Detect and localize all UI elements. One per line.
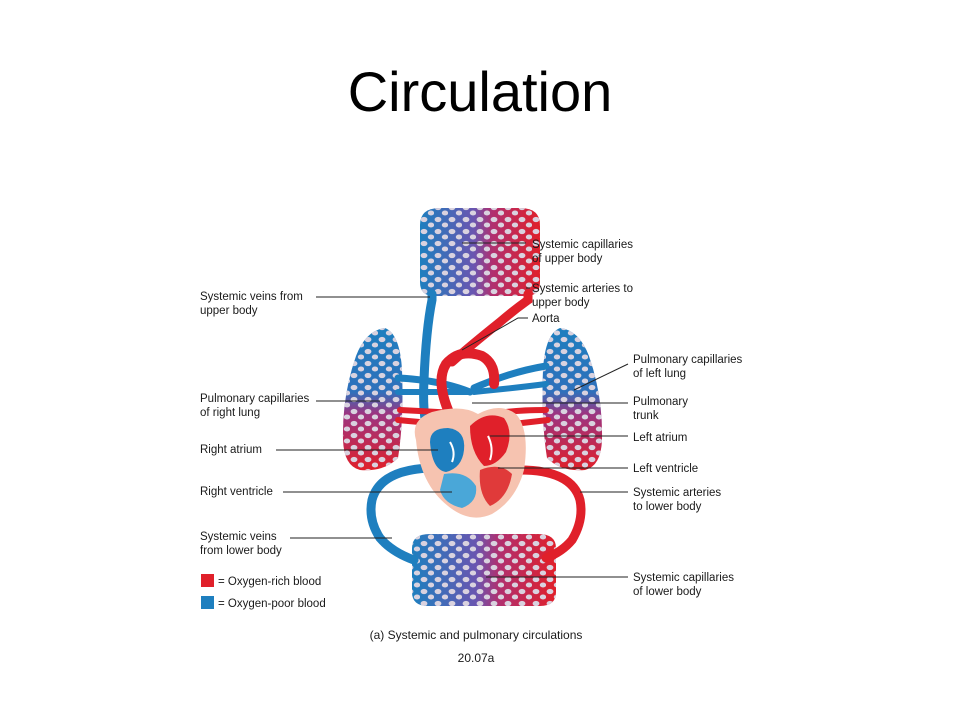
legend-swatch-oxygen-rich	[201, 574, 214, 587]
label-right-ventricle: Right ventricle	[200, 486, 273, 498]
left-lung	[542, 328, 603, 471]
right-lung	[342, 328, 403, 471]
legend-swatch-oxygen-poor	[201, 596, 214, 609]
label-pulmonary-capillaries-left-lung: Pulmonary capillaries of left lung	[633, 354, 746, 380]
slide-title: Circulation	[347, 60, 613, 123]
label-aorta: Aorta	[532, 313, 560, 325]
label-systemic-capillaries-upper: Systemic capillaries of upper body	[532, 239, 636, 265]
label-left-ventricle: Left ventricle	[633, 463, 698, 475]
label-systemic-arteries-upper: Systemic arteries to upper body	[532, 283, 636, 309]
lower-body-capillaries	[412, 534, 556, 606]
leader-lines	[276, 242, 629, 578]
label-pulmonary-trunk: Pulmonary trunk	[633, 396, 691, 422]
figure-number: 20.07a	[458, 651, 495, 665]
legend-text-oxygen-rich: = Oxygen-rich blood	[218, 576, 321, 588]
label-pulmonary-capillaries-right-lung: Pulmonary capillaries of right lung	[200, 393, 313, 419]
label-left-atrium: Left atrium	[633, 432, 687, 444]
legend-text-oxygen-poor: = Oxygen-poor blood	[218, 598, 326, 610]
heart	[414, 408, 526, 518]
label-right-atrium: Right atrium	[200, 444, 262, 456]
label-systemic-capillaries-lower: Systemic capillaries of lower body	[633, 572, 737, 598]
left-labels: Systemic veins from upper body Pulmonary…	[200, 291, 313, 557]
legend: = Oxygen-rich blood = Oxygen-poor blood	[201, 574, 326, 610]
label-systemic-arteries-lower: Systemic arteries to lower body	[633, 487, 724, 513]
label-systemic-veins-upper: Systemic veins from upper body	[200, 291, 306, 317]
label-systemic-veins-lower: Systemic veins from lower body	[200, 531, 282, 557]
right-labels: Systemic capillaries of upper body Syste…	[532, 239, 746, 598]
upper-body-capillaries	[420, 208, 540, 296]
figure-caption: (a) Systemic and pulmonary circulations	[370, 628, 583, 642]
